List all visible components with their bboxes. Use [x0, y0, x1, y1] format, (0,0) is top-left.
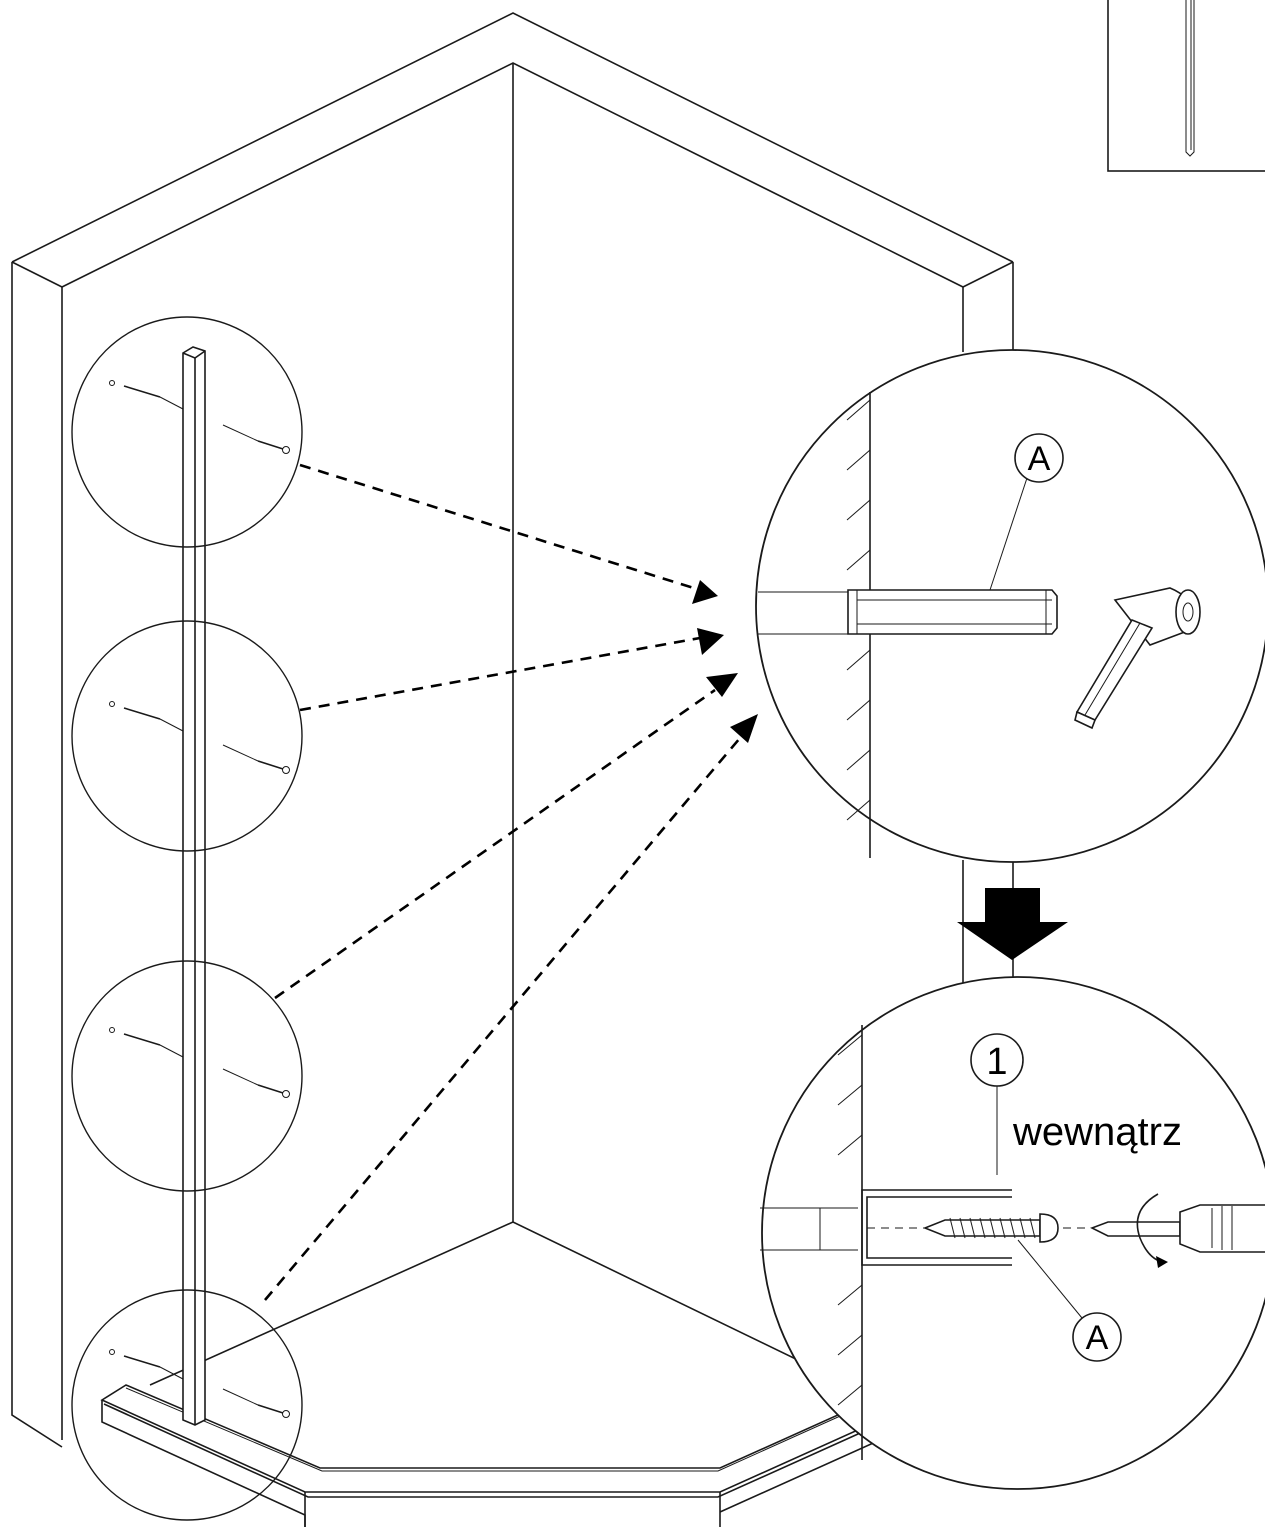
down-arrow-icon	[957, 888, 1068, 960]
detail-circle-2	[71, 620, 303, 852]
wall-plug-icon	[847, 589, 1058, 635]
label-a-bottom: A	[1086, 1319, 1109, 1357]
arrowhead-2	[697, 628, 724, 655]
detail-drill-dowel: A	[755, 349, 1265, 863]
label-step-1: 1	[986, 1041, 1007, 1083]
shower-walls	[11, 12, 1014, 1448]
inset-thumbnail	[1107, 0, 1265, 172]
label-inside: wewnątrz	[1012, 1110, 1182, 1154]
arrowhead-1	[692, 580, 718, 604]
hex-key-icon	[1074, 587, 1201, 730]
detail-screwing: 1 wewnątrz A	[760, 976, 1265, 1490]
screw-icon	[922, 1213, 1059, 1243]
shower-tray	[100, 1384, 882, 1527]
detail-circle-3	[71, 960, 303, 1192]
screwdriver-icon	[1090, 1204, 1265, 1253]
detail-circle-4	[71, 1289, 303, 1521]
label-a-top: A	[1028, 440, 1051, 478]
wall-profile	[182, 346, 206, 1426]
arrowhead-4	[730, 714, 758, 743]
rotate-arrow-icon	[1136, 1193, 1168, 1268]
detail-circle-1	[71, 316, 303, 548]
dashed-arrows	[264, 463, 758, 1301]
arrowhead-3	[706, 673, 738, 697]
